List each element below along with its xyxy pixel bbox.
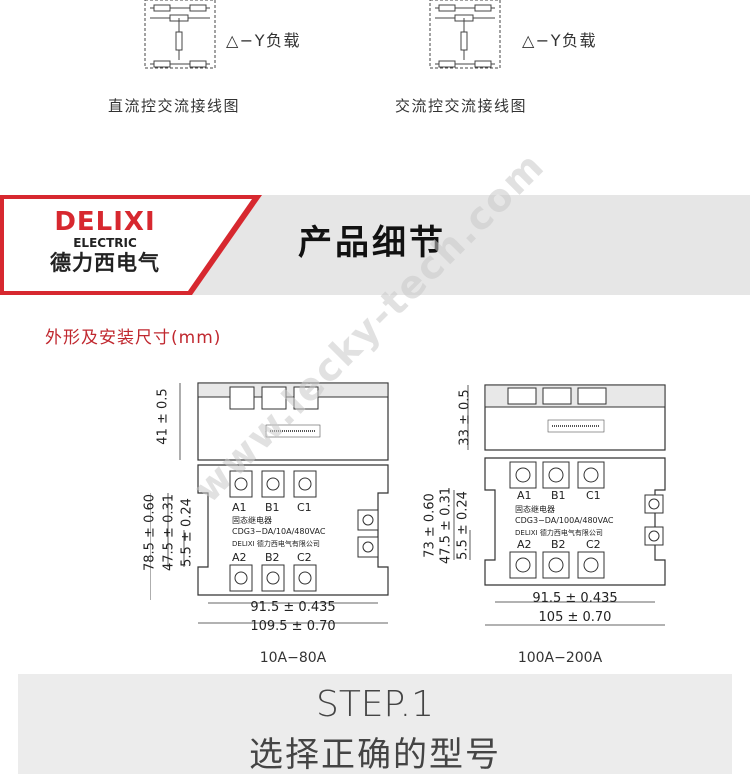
right-dim-v2: 47.5 ± 0.31 — [438, 486, 454, 565]
right-terminal-b2: B2 — [551, 538, 566, 551]
left-height-top: 41 ± 0.5 — [155, 388, 171, 445]
right-dim-v1: 73 ± 0.60 — [422, 493, 438, 558]
step-subtitle: 选择正确的型号 — [249, 735, 501, 775]
right-dim-v3: 5.5 ± 0.24 — [455, 491, 471, 560]
left-terminal-b2: B2 — [265, 551, 280, 564]
caption-ac-wiring: 交流控交流接线图 — [395, 97, 528, 115]
left-terminal-a2: A2 — [232, 551, 247, 564]
left-dim-v3: 5.5 ± 0.24 — [179, 498, 195, 567]
drawing-100a-200a — [453, 384, 666, 626]
right-terminal-a2: A2 — [517, 538, 532, 551]
left-dim-v2: 47.5 ± 0.31 — [161, 493, 177, 572]
left-terminal-a1: A1 — [232, 501, 247, 514]
step-box — [18, 674, 732, 774]
brand-logo: DELIXI ELECTRIC 德力西电气 — [30, 208, 180, 276]
right-dim-h2: 105 ± 0.70 — [538, 610, 612, 625]
right-height-top: 33 ± 0.5 — [457, 389, 473, 446]
logo-cn: 德力西电气 — [50, 251, 160, 275]
caption-dc-wiring: 直流控交流接线图 — [108, 97, 241, 115]
right-terminal-b1: B1 — [551, 489, 566, 502]
load-label-right: △−Y负载 — [522, 31, 597, 50]
right-range: 100A−200A — [517, 650, 603, 666]
right-label1: 固态继电器 — [515, 505, 555, 514]
right-label3: DELIXI 德力西电气有限公司 — [515, 529, 603, 537]
logo-main: DELIXI — [54, 207, 156, 237]
right-label2: CDG3−DA/100A/480VAC — [515, 516, 614, 525]
step-title: STEP.1 — [315, 684, 435, 725]
left-label3: DELIXI 德力西电气有限公司 — [232, 540, 320, 548]
left-dim-v1: 78.5 ± 0.60 — [142, 493, 158, 572]
wiring-diagram-ac — [429, 0, 501, 69]
logo-sub: ELECTRIC — [73, 236, 137, 250]
right-terminal-c1: C1 — [586, 489, 601, 502]
right-terminal-a1: A1 — [517, 489, 532, 502]
section-title: 产品细节 — [298, 223, 446, 263]
left-dim-h1: 91.5 ± 0.435 — [250, 600, 336, 615]
load-label-left: △−Y负载 — [226, 31, 301, 50]
left-terminal-c2: C2 — [297, 551, 312, 564]
dimensions-subtitle: 外形及安装尺寸(mm) — [45, 328, 222, 348]
left-range: 10A−80A — [259, 650, 327, 666]
left-terminal-c1: C1 — [297, 501, 312, 514]
drawing-10a-80a — [150, 382, 389, 624]
left-terminal-b1: B1 — [265, 501, 280, 514]
logo-panel — [0, 195, 262, 295]
left-label2: CDG3−DA/10A/480VAC — [232, 527, 326, 536]
left-dim-h2: 109.5 ± 0.70 — [250, 619, 336, 634]
right-terminal-c2: C2 — [586, 538, 601, 551]
wiring-diagram-dc — [144, 0, 216, 69]
right-dim-h1: 91.5 ± 0.435 — [532, 591, 618, 606]
left-label1: 固态继电器 — [232, 516, 272, 525]
